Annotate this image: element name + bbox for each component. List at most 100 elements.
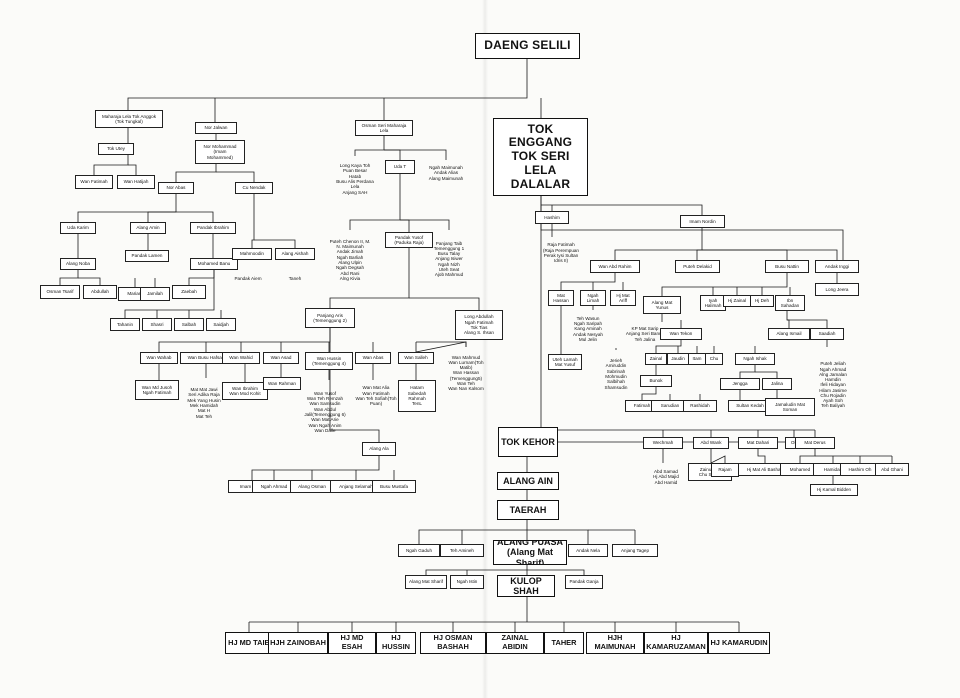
node-zainal-abidin: ZAINAL ABIDIN	[486, 632, 544, 654]
connector-line	[400, 219, 410, 232]
node-pandak-ganja: Pandak Ganja	[565, 575, 603, 589]
connector-line	[702, 249, 788, 260]
node-teh-amineh: Teh Amineh	[440, 544, 484, 557]
node-zaebah: Zaebah	[172, 285, 206, 299]
connector-line	[655, 340, 682, 353]
connector-line	[188, 270, 215, 285]
node-kulop-shah: KULOP SHAH	[497, 575, 555, 597]
connector-line	[175, 164, 217, 182]
node-jerieh-list: Jerieh Amiruddin Sabrinah Mohmudin Salbi…	[604, 358, 628, 390]
connector-line	[251, 194, 255, 248]
node-wan-wahid: Wan Wahid	[222, 352, 260, 364]
node-wan-hassan: Mat Hassan	[548, 290, 574, 306]
node-wan-busu-hafsah: Wan Busu Hafsah	[180, 352, 232, 364]
node-jaudin: Jaudin	[667, 353, 689, 365]
node-nor-abas: Nor Abas	[158, 182, 194, 194]
node-alang-ain: ALANG AIN	[497, 472, 559, 490]
connector-line	[400, 219, 450, 230]
node-fatimah-b: Fatimah	[625, 400, 659, 412]
node-busu-nattin: Busu Nattin	[765, 260, 809, 273]
connector-line	[409, 297, 480, 310]
connector-line	[755, 371, 778, 378]
connector-line	[560, 273, 616, 290]
node-wan-mahmud: Wan Mahmud Wan Lurnam(Toh Matib) Wan Has…	[448, 354, 484, 392]
connector-line	[329, 248, 410, 308]
node-wan-tekon: Wan Tekon	[660, 328, 702, 340]
node-hj-hussin: HJ HUSSIN	[376, 632, 416, 654]
connector-line	[425, 569, 527, 575]
node-alang-osman: Alang Osman	[290, 480, 334, 493]
node-alang-ismail: Alang Ismail	[768, 328, 810, 340]
connector-line	[614, 228, 703, 260]
node-busu-mustafa: Busu Mustafa	[372, 480, 416, 493]
connector-line	[384, 149, 401, 160]
node-taerah: TAERAH	[497, 500, 559, 520]
connector-line	[158, 328, 331, 352]
node-rajam: Rajam	[711, 463, 739, 477]
node-alang-aishah: Alang Aishah	[275, 248, 315, 260]
node-hj-zainal: Hj Zainal	[723, 295, 751, 307]
node-uda-t: Uda T	[385, 160, 415, 174]
node-ngah-maimunah: Ngah Maimunah Andak Alias Alang Maimunah	[428, 165, 464, 181]
node-tahanin: Tahanin	[110, 318, 140, 331]
node-alang-noba: Alang Noba	[60, 258, 96, 270]
node-mohamed-banu: Mohamed Banu	[190, 258, 238, 270]
node-nor-mohammad: Nor Mohammad (Imam Mohammed)	[195, 140, 245, 164]
node-jalina: Jalina	[762, 378, 792, 390]
node-hj-deh: Hj Deh	[750, 295, 774, 307]
node-pandak-lamen: Pandak Lamen	[125, 250, 169, 262]
node-abdullah: Abdullah	[83, 285, 117, 299]
node-tok-kehor: TOK KEHOR	[498, 427, 558, 457]
node-wan-asad: Wan Asad	[263, 352, 299, 364]
node-shasri: Shasri	[142, 318, 172, 331]
node-ngah-limah: Ngah Limah	[580, 290, 606, 306]
node-wan-fatimah-1: Wan Fatimah	[75, 175, 113, 189]
node-saidjah: Saidjah	[206, 318, 236, 331]
node-pandak-ibrahim: Pandak Ibrahim	[190, 222, 236, 234]
node-raja-fatimah: Raja Fatimah (Raja Perempuan Perak Iysi …	[542, 242, 579, 264]
node-hj-md-esah: HJ MD ESAH	[328, 632, 376, 654]
node-wan-abas: Wan Abas	[355, 352, 391, 364]
node-saadiah: Saadiah	[810, 328, 844, 340]
node-alang-mat-sharif: Alang Mat Sharif	[405, 575, 447, 589]
node-panjang-aris: Panjang Aris (Temenggung 2)	[305, 308, 355, 328]
node-hashim: Hashim	[535, 211, 569, 224]
connector-line	[527, 569, 585, 575]
node-zainal: Zainal	[645, 353, 667, 365]
node-abd-samad: Abd Samad Hj Abd Majid Abd Hamid	[653, 469, 679, 485]
connector-line	[251, 456, 380, 480]
node-tok-enggang: TOK ENGGANG TOK SERI LELA DALALAR	[493, 118, 588, 196]
node-mahmoodin: Mahmoodin	[232, 248, 272, 260]
node-maharaja-lela: Maharaja Lela Tok Anggok (Tok Tungkal)	[95, 110, 163, 128]
node-osman-tsarif: Osman Tsarif	[40, 285, 80, 299]
node-teh-wasun: Teh Wasun Ngah Saripah Kang Aminah Andak…	[573, 315, 603, 342]
node-hj-mat-ali: Hj Mat Ali Bashah	[738, 463, 792, 476]
connector-line	[641, 387, 657, 400]
connector-line	[77, 194, 177, 222]
node-taher: TAHER	[544, 632, 584, 654]
connector-line	[787, 319, 828, 328]
node-anjang-tagep: Anjang Tagep	[612, 544, 658, 557]
node-wan-md-jusoh: Wan Md Jusoh Ngah Fatimah	[135, 380, 179, 400]
node-long-jeera: Long Jeera	[815, 283, 859, 296]
node-wan-hatijah: Wan Hatijah	[117, 175, 155, 189]
node-sultan-kedah: Sultan Kedah	[728, 400, 772, 412]
node-wan-rahman: Wan Rahman	[263, 377, 301, 390]
node-uda-karim: Uda Karim	[60, 222, 96, 234]
connector-line	[254, 239, 296, 248]
node-wan-abd-rahim: Wan Abd Rahim	[590, 260, 640, 273]
node-uteh-lamah: Uteh Lamah Mat Yusuf	[548, 354, 582, 370]
node-abd-wank: Abd Wank	[693, 437, 729, 449]
node-puteh-chenon: Puteh Chenon II, M. N. Maimunah Andak Ji…	[329, 238, 371, 281]
paper-fold-shadow	[482, 0, 488, 698]
node-mat-dahari: Mat Dahari	[738, 437, 778, 449]
node-daeng-selili: DAENG SELILI	[475, 33, 580, 59]
node-andak-nela: Andak Nela	[568, 544, 608, 557]
connector-line	[418, 529, 527, 544]
node-hj-kamaruzaman: HJ KAMARUZAMAN	[644, 632, 708, 654]
node-ibn-sahadan: Ibn Sahadan	[775, 295, 805, 311]
node-pandak-yusof: Pandak Yusof (Paduka Raja)	[385, 232, 433, 248]
connector-line	[702, 249, 838, 260]
node-wan-yusof-list: Wan Yusof Wan Teh Remzah Wan Samsudin Wa…	[304, 390, 346, 433]
